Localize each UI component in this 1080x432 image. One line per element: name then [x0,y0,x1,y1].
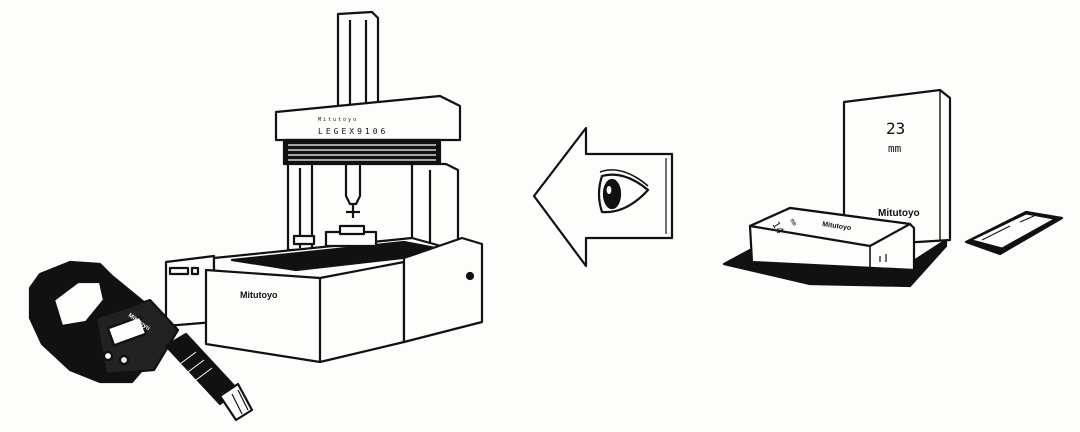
large-block-brand: Mitutoyo [878,208,920,219]
coordinate-measuring-machine: Mitutoyo LEGEX9106 Mit [164,10,484,364]
small-block-unit: mm [788,218,798,228]
inspection-arrow [532,126,674,268]
micrometer-display [106,315,148,347]
base-cabinet [204,260,406,364]
bridge-beam [274,94,462,142]
probe [344,162,362,206]
model-label: LEGEX9106 [318,127,388,136]
digital-micrometer: Mitutoyo [28,260,254,422]
z-column [336,10,380,114]
large-block-unit: mm [888,142,902,155]
bridge-text: Mitutoyo [318,117,358,123]
small-block-size: 14 [769,220,785,236]
gauge-blocks: 23 mm Mitutoyo 14 mm Mitutoyo [722,88,1064,288]
small-block-brand: Mitutoyo [822,221,852,232]
cmm-brand-label: Mitutoyo [240,290,278,300]
large-block-size: 23 [886,119,905,138]
eye-icon [597,169,650,214]
